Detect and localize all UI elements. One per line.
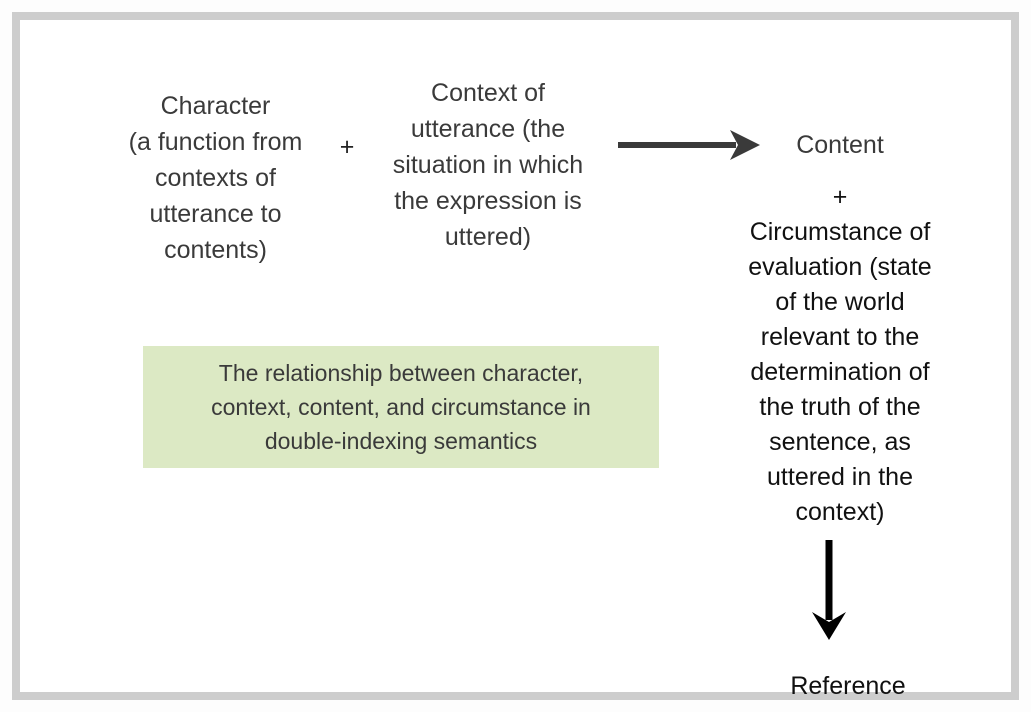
node-context-of-utterance: Context of utterance (the situation in w… [392, 79, 584, 251]
operator-plus-second: + [832, 183, 848, 211]
caption-box: The relationship between character, cont… [143, 346, 659, 468]
arrow-down-icon [812, 540, 846, 640]
arrow-right-icon [618, 130, 760, 160]
node-circumstance-of-evaluation: Circumstance of evaluation (state of the… [748, 218, 932, 526]
node-character: Character (a function from contexts of u… [128, 92, 303, 264]
operator-plus-first: + [339, 133, 355, 161]
node-content: Content [796, 131, 884, 159]
caption-text: The relationship between character, cont… [211, 360, 591, 454]
node-reference: Reference [790, 672, 906, 700]
diagram-frame: Character (a function from contexts of u… [12, 12, 1019, 700]
